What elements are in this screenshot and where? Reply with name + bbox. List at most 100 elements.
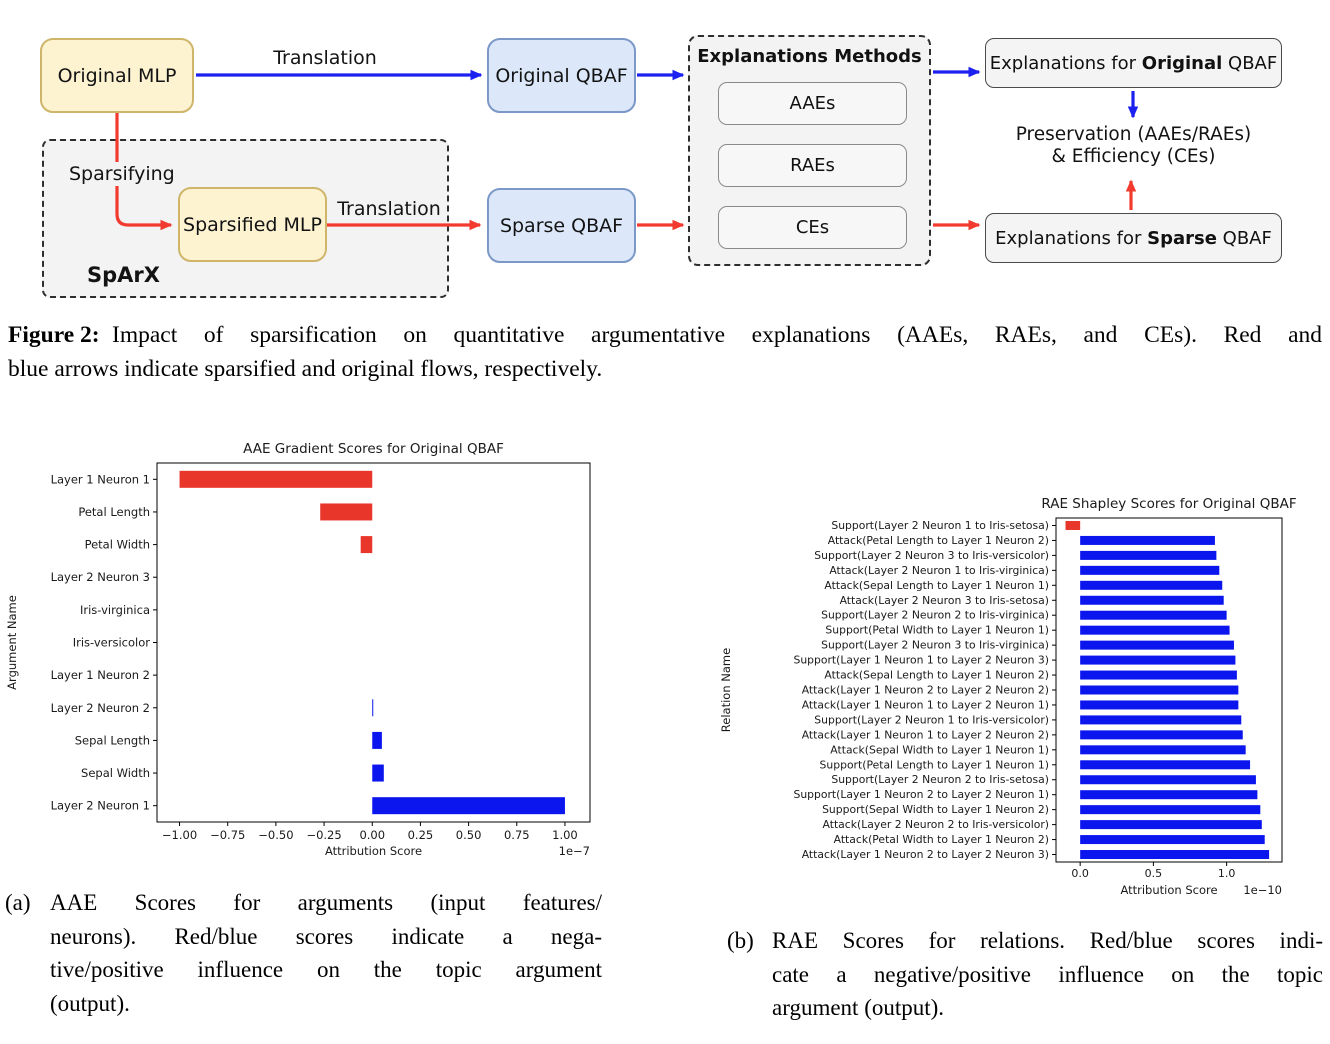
x-axis-label: Attribution Score: [325, 844, 422, 858]
original-mlp-node: Original MLP: [40, 38, 194, 113]
bar: [1080, 745, 1246, 755]
x-tick-label: 1.0: [1218, 867, 1236, 880]
y-tick-label: Attack(Layer 1 Neuron 1 to Layer 2 Neuro…: [802, 728, 1049, 741]
y-axis-label: Argument Name: [5, 595, 19, 690]
explanations-original-prefix: Explanations for: [989, 52, 1142, 74]
method-aaes: AAEs: [718, 82, 907, 125]
y-tick-label: Layer 1 Neuron 1: [51, 472, 150, 486]
explanations-sparse-prefix: Explanations for: [995, 227, 1148, 249]
y-tick-label: Attack(Layer 2 Neuron 3 to Iris-setosa): [840, 594, 1049, 607]
bar: [1080, 700, 1239, 710]
y-tick-label: Layer 2 Neuron 3: [51, 570, 150, 584]
x-tick-label: 0.25: [408, 828, 434, 842]
preservation-line2: & Efficiency (CEs): [1051, 146, 1216, 167]
y-tick-label: Attack(Layer 2 Neuron 2 to Iris-versicol…: [823, 818, 1049, 831]
bar: [372, 764, 384, 782]
caption-line: AAE Scores for arguments (input features…: [50, 890, 602, 915]
x-tick-label: 1.00: [552, 828, 578, 842]
bar: [1080, 790, 1258, 800]
subcaption-a-label: (a): [5, 890, 31, 915]
y-tick-label: Attack(Sepal Length to Layer 1 Neuron 1): [824, 579, 1049, 592]
sparsified-mlp-node: Sparsified MLP: [178, 187, 327, 262]
y-tick-label: Attack(Sepal Width to Layer 1 Neuron 1): [830, 743, 1049, 756]
subcaption-b: (b) RAE Scores for relations. Red/blue s…: [727, 924, 1323, 1025]
y-tick-label: Support(Layer 2 Neuron 1 to Iris-versico…: [814, 713, 1049, 726]
bar: [1080, 595, 1224, 605]
bar: [1080, 760, 1251, 770]
x-tick-label: 0.50: [456, 828, 482, 842]
chart-title: AAE Gradient Scores for Original QBAF: [243, 441, 504, 457]
figure-caption-text: Impact of sparsification on quantitative…: [8, 318, 1322, 386]
y-tick-label: Support(Layer 2 Neuron 1 to Iris-setosa): [831, 519, 1049, 532]
method-ces: CEs: [718, 206, 907, 249]
y-tick-label: Sepal Width: [81, 766, 150, 780]
bar: [372, 731, 382, 749]
bar: [1080, 580, 1223, 590]
y-tick-label: Attack(Layer 1 Neuron 1 to Layer 2 Neuro…: [802, 698, 1049, 711]
bar: [360, 536, 373, 554]
caption-line: tive/positive influence on the topic arg…: [50, 957, 602, 982]
y-axis-label: Relation Name: [719, 648, 733, 732]
caption-line: argument (output).: [772, 995, 945, 1020]
x-tick-label: 0.00: [359, 828, 385, 842]
original-qbaf-node: Original QBAF: [487, 38, 636, 113]
preservation-efficiency-label: Preservation (AAEs/RAEs) & Efficiency (C…: [985, 124, 1282, 168]
y-tick-label: Layer 2 Neuron 1: [51, 799, 150, 813]
caption-line: Impact of sparsification on quantitative…: [112, 322, 1322, 348]
axis-offset-label: 1e−7: [559, 844, 590, 858]
y-tick-label: Attack(Sepal Length to Layer 1 Neuron 2): [824, 669, 1049, 682]
subcaption-b-label: (b): [727, 928, 754, 953]
preservation-line1: Preservation (AAEs/RAEs): [1015, 124, 1252, 145]
x-tick-label: 0.5: [1145, 867, 1163, 880]
y-tick-label: Support(Layer 2 Neuron 3 to Iris-virgini…: [821, 639, 1049, 652]
caption-line: cate a negative/positive influence on th…: [772, 961, 1323, 987]
y-tick-label: Support(Petal Width to Layer 1 Neuron 1): [825, 624, 1049, 637]
x-tick-label: −1.00: [162, 828, 197, 842]
x-tick-label: −0.25: [306, 828, 341, 842]
chart-title: RAE Shapley Scores for Original QBAF: [1041, 496, 1296, 512]
aae-gradient-scores-chart: AAE Gradient Scores for Original QBAF −1.…: [5, 441, 591, 858]
y-tick-label: Support(Layer 1 Neuron 1 to Layer 2 Neur…: [793, 654, 1049, 667]
x-tick-label: 0.75: [504, 828, 530, 842]
axis-offset-label: 1e−10: [1243, 883, 1282, 897]
figure-caption-label: Figure 2:: [8, 322, 100, 348]
subcaption-a-text: AAE Scores for arguments (input features…: [5, 886, 602, 1020]
bar: [1080, 610, 1227, 620]
flow-diagram: Explanations Methods AAEs RAEs CEs: [0, 0, 1330, 312]
y-tick-label: Iris-virginica: [80, 603, 150, 617]
plot-area: [156, 462, 591, 823]
bar: [1080, 550, 1217, 560]
translation-label-bottom: Translation: [337, 198, 441, 220]
x-tick-label: −0.50: [258, 828, 293, 842]
sparse-qbaf-node: Sparse QBAF: [487, 188, 636, 263]
bar: [1080, 775, 1256, 785]
bar: [1080, 670, 1237, 680]
bar: [1065, 520, 1081, 530]
explanations-methods-title: Explanations Methods: [697, 46, 922, 67]
y-tick-label: Attack(Layer 2 Neuron 1 to Iris-virginic…: [829, 564, 1049, 577]
explanations-original-box: Explanations for Original QBAF: [985, 38, 1282, 88]
x-axis-label: Attribution Score: [1120, 883, 1217, 897]
y-tick-label: Attack(Petal Width to Layer 1 Neuron 2): [834, 833, 1049, 846]
subcaption-b-text: RAE Scores for relations. Red/blue score…: [727, 924, 1323, 1025]
explanations-methods-group: Explanations Methods AAEs RAEs CEs: [688, 35, 931, 266]
subcaption-a: (a) AAE Scores for arguments (input feat…: [5, 886, 602, 1020]
explanations-sparse-emphasis: Sparse: [1147, 227, 1217, 249]
bar: [1080, 640, 1234, 650]
y-tick-label: Support(Layer 2 Neuron 2 to Iris-setosa): [831, 773, 1049, 786]
y-tick-label: Support(Layer 2 Neuron 3 to Iris-versico…: [814, 549, 1049, 562]
bar: [320, 503, 373, 521]
caption-line: neurons). Red/blue scores indicate a neg…: [50, 923, 602, 949]
y-tick-label: Layer 2 Neuron 2: [51, 701, 150, 715]
bar: [1080, 535, 1215, 545]
y-tick-label: Petal Width: [85, 538, 150, 552]
y-tick-label: Attack(Layer 1 Neuron 2 to Layer 2 Neuro…: [802, 684, 1049, 697]
explanations-original-emphasis: Original: [1141, 52, 1223, 74]
bar: [1080, 655, 1236, 665]
bar: [1080, 730, 1243, 740]
explanations-sparse-box: Explanations for Sparse QBAF: [985, 213, 1282, 263]
bar: [1080, 625, 1230, 635]
bar: [1080, 850, 1270, 860]
